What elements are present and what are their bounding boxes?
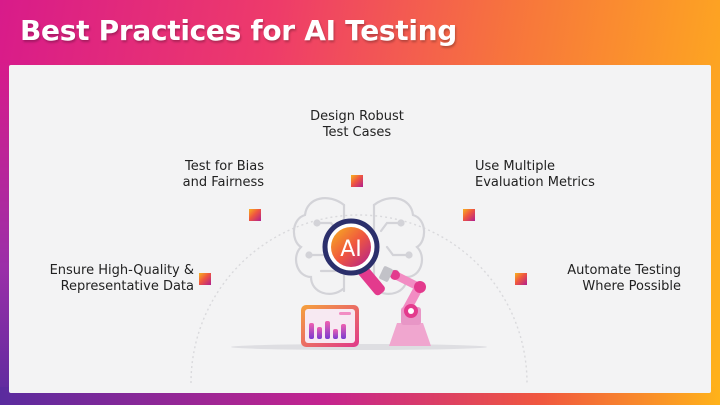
illustration: AI	[190, 197, 528, 384]
dotted-arc	[190, 214, 528, 384]
practice-label-design: Design Robust Test Cases	[310, 109, 404, 140]
ground-shadow	[231, 344, 487, 350]
practice-label-bias: Test for Bias and Fairness	[182, 159, 264, 190]
practice-label-metrics: Use Multiple Evaluation Metrics	[475, 159, 595, 190]
content-panel: AI Design Robust	[9, 65, 711, 393]
practice-marker-automate	[515, 273, 527, 285]
practice-marker-design	[351, 175, 363, 187]
ai-badge-text: AI	[340, 237, 362, 262]
magnifier-icon: AI	[322, 218, 385, 296]
robotic-arm-icon	[379, 266, 431, 346]
practice-marker-data	[199, 273, 211, 285]
dashboard-chart-icon	[301, 305, 359, 347]
practice-label-data: Ensure High-Quality & Representative Dat…	[49, 263, 194, 294]
practice-marker-bias	[249, 209, 261, 221]
slide-title: Best Practices for AI Testing	[20, 14, 458, 47]
practice-label-automate: Automate Testing Where Possible	[567, 263, 681, 294]
practice-marker-metrics	[463, 209, 475, 221]
